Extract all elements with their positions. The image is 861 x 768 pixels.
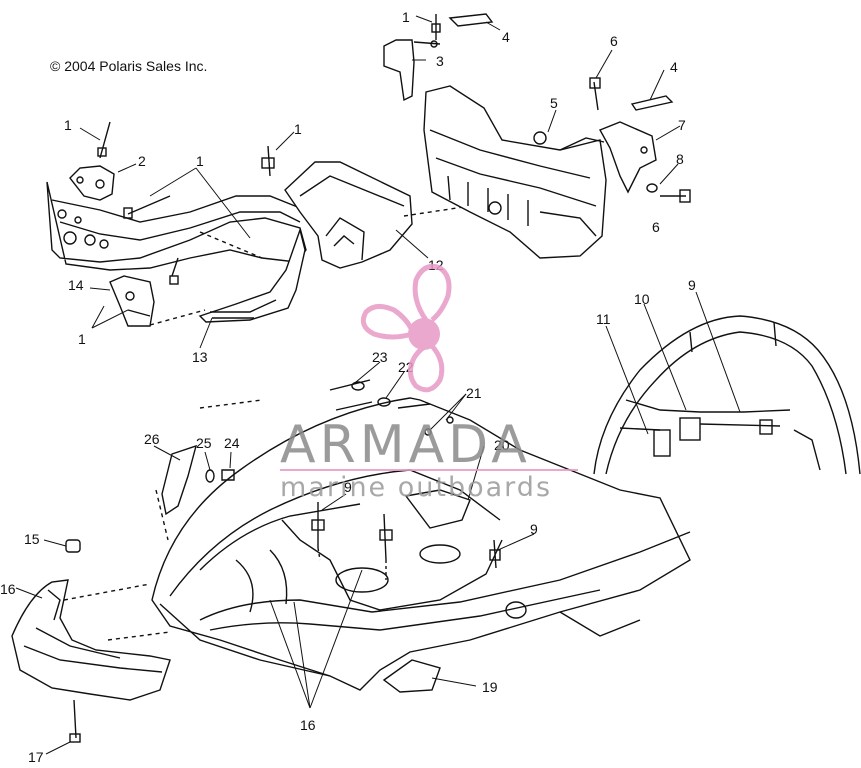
callout-11: 11 (596, 311, 611, 327)
callout-16: 16 (300, 717, 316, 733)
callout-6: 6 (610, 33, 618, 49)
callout-3: 3 (436, 53, 444, 69)
leader-lines (15, 15, 741, 755)
callout-labels: 1 4 3 6 4 5 7 8 6 1 2 1 1 12 14 1 13 11 … (0, 9, 696, 765)
callout-24: 24 (224, 435, 240, 451)
watermark-title: ARMADA (280, 415, 531, 475)
callout-9: 9 (344, 479, 352, 495)
callout-9: 9 (688, 277, 696, 293)
callout-1: 1 (402, 9, 410, 25)
propeller-logo-icon (360, 264, 452, 393)
callout-6: 6 (652, 219, 660, 235)
front-frame-assembly (46, 121, 471, 327)
callout-1: 1 (196, 153, 204, 169)
callout-16: 16 (0, 581, 16, 597)
callout-7: 7 (678, 117, 686, 133)
callout-23: 23 (372, 349, 388, 365)
callout-21: 21 (466, 385, 482, 401)
callout-1: 1 (64, 117, 72, 133)
copyright-text: © 2004 Polaris Sales Inc. (50, 58, 208, 74)
watermark-subtitle: marine outboards (280, 472, 552, 503)
callout-10: 10 (634, 291, 650, 307)
callout-8: 8 (676, 151, 684, 167)
callout-14: 14 (68, 277, 84, 293)
callout-17: 17 (28, 749, 44, 763)
callout-15: 15 (24, 531, 40, 547)
callout-4: 4 (670, 59, 678, 75)
front-bumper-assembly (11, 399, 441, 743)
rear-frame-assembly (383, 13, 691, 259)
callout-4: 4 (502, 29, 510, 45)
watermark: ARMADA marine outboards (280, 264, 578, 503)
callout-20: 20 (494, 437, 510, 453)
hood-interior-view (593, 315, 861, 475)
callout-2: 2 (138, 153, 146, 169)
callout-1: 1 (78, 331, 86, 347)
callout-19: 19 (482, 679, 498, 695)
callout-9: 9 (530, 521, 538, 537)
callout-5: 5 (550, 95, 558, 111)
callout-25: 25 (196, 435, 212, 451)
callout-26: 26 (144, 431, 160, 447)
callout-13: 13 (192, 349, 208, 365)
callout-1: 1 (294, 121, 302, 137)
